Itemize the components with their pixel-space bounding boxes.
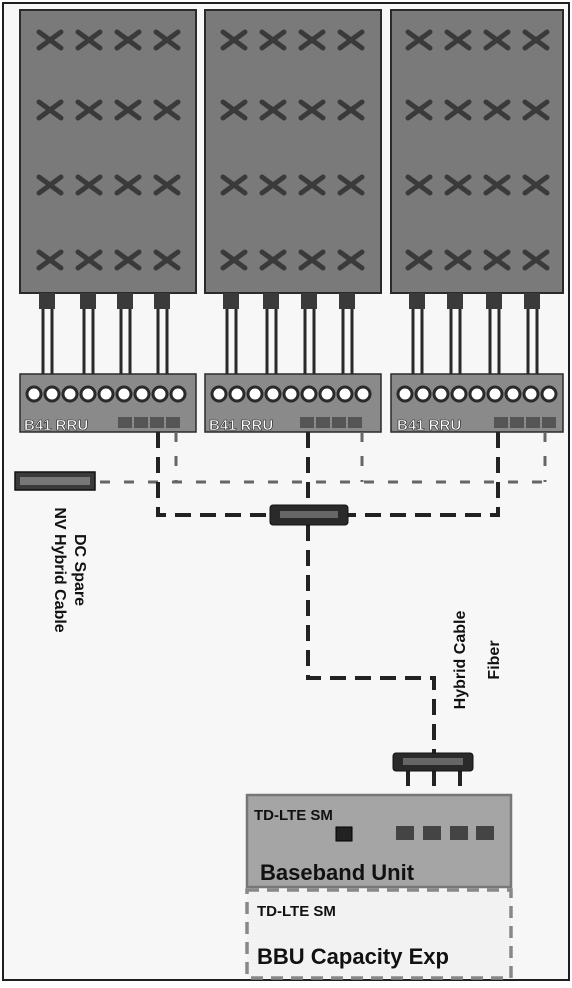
rru-unit-left [19, 373, 197, 433]
nv-cable-connector-band [20, 477, 90, 485]
hybrid-cable-label: Hybrid Cable [452, 611, 469, 710]
fiber-label: Fiber [486, 640, 503, 679]
baseband-title: Baseband Unit [260, 860, 415, 885]
antenna-panel-middle [204, 9, 382, 294]
jumper-connectors-middle [223, 293, 355, 375]
rru-label-left: B41 RRU [24, 417, 88, 434]
capacity-exp-tag: TD-LTE SM [257, 903, 336, 920]
rru-label-right: B41 RRU [397, 417, 461, 434]
rru-label-middle: B41 RRU [209, 417, 273, 434]
dc-spare-label: DC Spare [71, 534, 88, 606]
capacity-exp-title: BBU Capacity Exp [257, 944, 449, 969]
baseband-tag: TD-LTE SM [254, 807, 333, 824]
fiber-splice-bottom-band [403, 758, 463, 765]
fiber-splice-top-band [280, 511, 338, 518]
rru-unit-right [390, 373, 564, 433]
dc-spare-cable [100, 432, 555, 484]
antenna-panel-left [19, 9, 197, 294]
bbu-capacity-exp [245, 888, 513, 980]
rru-unit-middle [204, 373, 382, 433]
jumper-connectors-left [39, 293, 170, 375]
nv-hybrid-cable-label: NV Hybrid Cable [51, 507, 68, 632]
antenna-panel-right [390, 9, 564, 294]
fiber-cable [156, 432, 500, 795]
baseband-unit [245, 793, 513, 889]
jumper-connectors-right [409, 293, 540, 375]
